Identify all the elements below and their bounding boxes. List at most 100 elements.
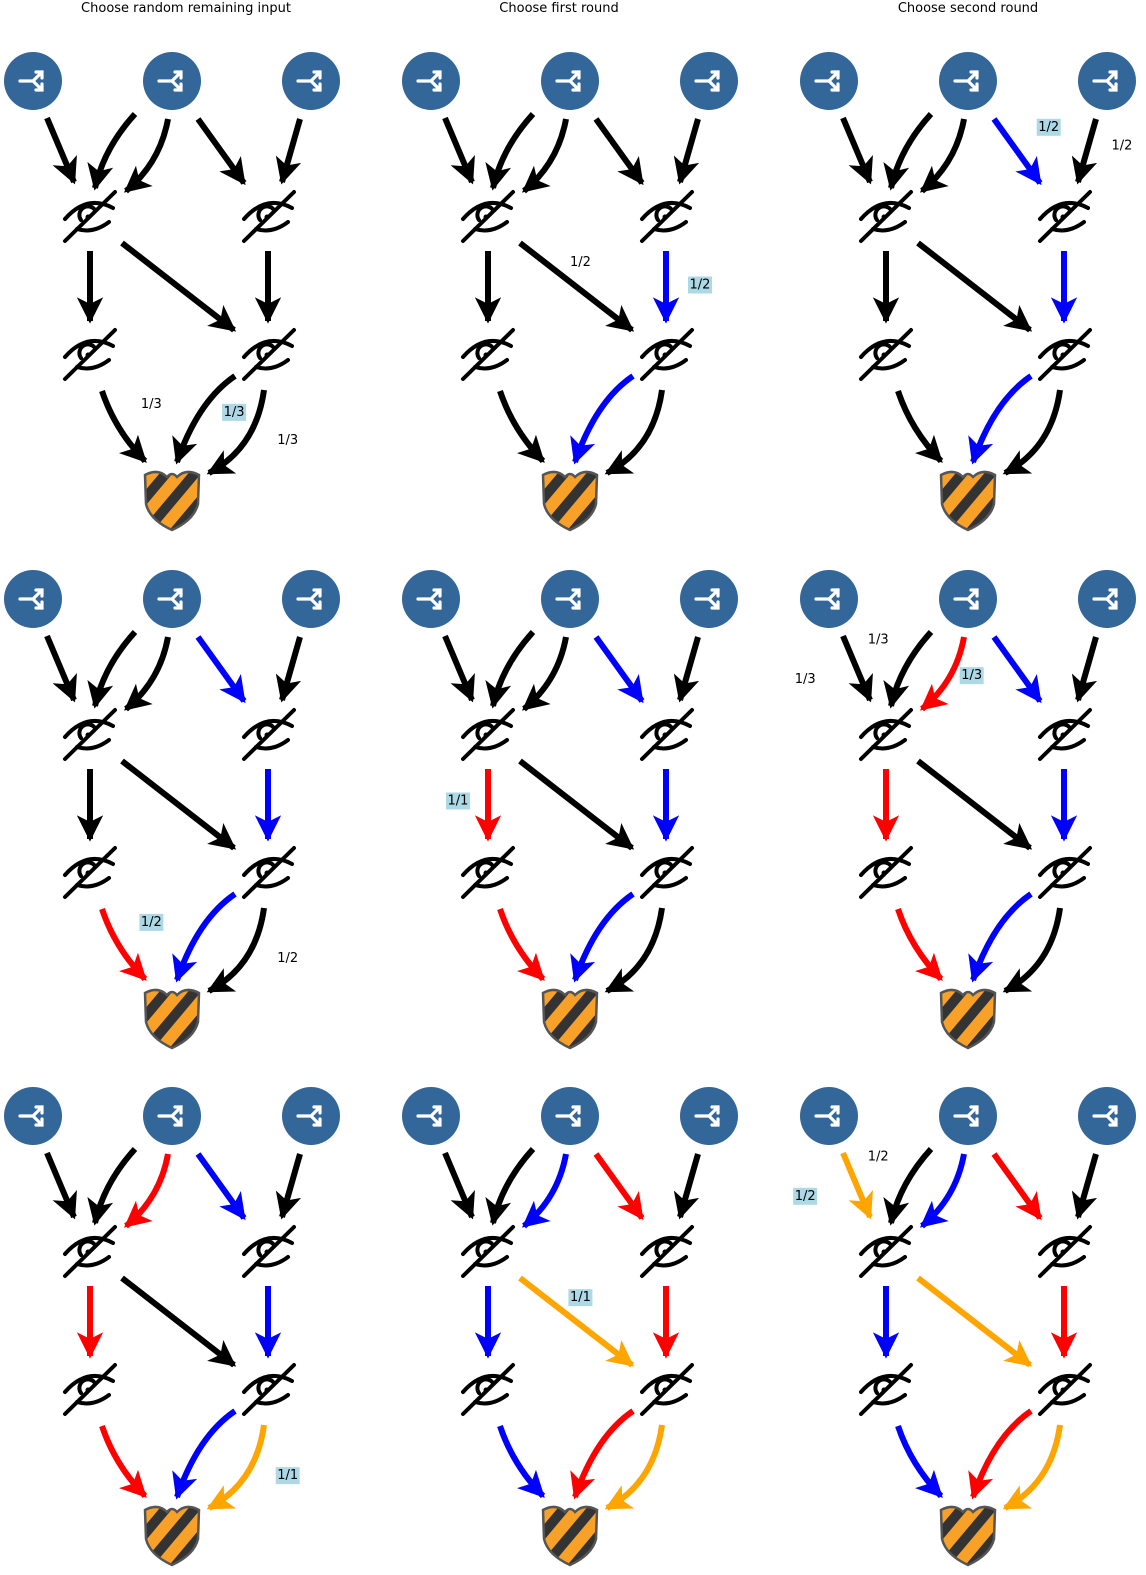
edge-s1-u1 <box>44 116 77 185</box>
edge-probability-label: 1/2 <box>1111 138 1132 153</box>
source-node-2 <box>143 570 201 628</box>
share-icon <box>953 1105 979 1127</box>
relay-node-upper-2 <box>242 1225 296 1278</box>
diagram-panel: 1/21/2 <box>800 52 1136 532</box>
sink-node <box>939 988 997 1050</box>
edge-l2-t-b <box>1002 907 1063 994</box>
svg-text:1/3: 1/3 <box>277 433 298 448</box>
edge-s2-u2 <box>991 635 1043 704</box>
eye-slash-icon <box>461 1363 515 1416</box>
svg-text:1/2: 1/2 <box>570 255 591 270</box>
shield-icon <box>143 988 201 1050</box>
diagram-panel: 1/21/2 <box>4 570 340 1050</box>
eye-slash-icon <box>63 328 117 381</box>
shield-icon <box>541 988 599 1050</box>
edge-probability-label: 1/1 <box>446 792 470 810</box>
eye-slash-icon <box>1038 1363 1092 1416</box>
edge-probability-label: 1/3 <box>141 397 162 412</box>
relay-node-upper-1 <box>461 190 515 243</box>
edge-s3-u2 <box>275 636 303 703</box>
edge-s2-u1-b <box>521 636 569 712</box>
source-node-2 <box>143 52 201 110</box>
sink-node <box>939 1505 997 1567</box>
source-node-3 <box>1078 52 1136 110</box>
diagram-panel: 1/1 <box>402 1087 738 1567</box>
edge-s3-u2 <box>673 1153 701 1220</box>
edge-s2-u1-a <box>883 629 934 709</box>
edge-s1-u1 <box>442 116 475 185</box>
edge-s1-u1 <box>44 1151 77 1220</box>
edge-s2-u1-a <box>485 1146 536 1226</box>
source-node-2 <box>939 1087 997 1145</box>
eye-slash-icon <box>461 708 515 761</box>
share-icon <box>814 1105 840 1127</box>
relay-node-upper-1 <box>63 190 117 243</box>
edge-s1-u1 <box>840 1151 873 1220</box>
source-node-1 <box>800 52 858 110</box>
share-icon <box>555 1105 581 1127</box>
share-icon <box>1092 588 1118 610</box>
share-icon <box>555 70 581 92</box>
diagram-panel: 1/1 <box>402 570 738 1050</box>
sink-node <box>143 470 201 532</box>
edge-s1-u1 <box>442 634 475 703</box>
relay-node-lower-1 <box>859 1363 913 1416</box>
source-node-2 <box>143 1087 201 1145</box>
eye-slash-icon <box>859 1225 913 1278</box>
svg-text:1/2: 1/2 <box>690 278 711 293</box>
column-title-random-input: Choose random remaining input <box>81 1 291 16</box>
relay-node-upper-2 <box>1038 1225 1092 1278</box>
share-icon <box>814 70 840 92</box>
edge-s2-u1-b <box>521 118 569 194</box>
edge-s2-u1-a <box>883 1146 934 1226</box>
share-icon <box>416 1105 442 1127</box>
share-icon <box>1092 1105 1118 1127</box>
shield-icon <box>939 988 997 1050</box>
edge-s2-u1-b <box>123 1153 171 1229</box>
edge-s2-u2 <box>195 635 247 704</box>
svg-text:1/2: 1/2 <box>141 915 162 930</box>
eye-slash-icon <box>640 328 694 381</box>
edge-u1-l2 <box>120 758 237 851</box>
relay-node-upper-1 <box>859 1225 913 1278</box>
shield-icon <box>143 470 201 532</box>
eye-slash-icon <box>640 708 694 761</box>
eye-slash-icon <box>461 1225 515 1278</box>
edge-l1-t <box>497 390 546 464</box>
edge-s2-u2 <box>593 1152 645 1221</box>
share-icon <box>157 1105 183 1127</box>
edge-s2-u1-b <box>123 636 171 712</box>
eye-slash-icon <box>242 190 296 243</box>
eye-slash-icon <box>242 1363 296 1416</box>
shield-icon <box>541 1505 599 1567</box>
eye-slash-icon <box>461 190 515 243</box>
relay-node-lower-2 <box>1038 328 1092 381</box>
edge-s1-u1 <box>44 634 77 703</box>
relay-node-lower-2 <box>242 328 296 381</box>
eye-slash-icon <box>859 1363 913 1416</box>
edge-s2-u2 <box>195 117 247 186</box>
edge-s3-u2 <box>275 118 303 185</box>
relay-node-upper-1 <box>63 708 117 761</box>
share-icon <box>18 588 44 610</box>
svg-text:1/3: 1/3 <box>795 672 816 687</box>
source-node-3 <box>1078 1087 1136 1145</box>
source-node-1 <box>402 52 460 110</box>
relay-node-lower-1 <box>859 328 913 381</box>
source-node-3 <box>1078 570 1136 628</box>
eye-slash-icon <box>242 1225 296 1278</box>
relay-node-lower-2 <box>1038 846 1092 899</box>
edge-u1-l2 <box>916 240 1033 333</box>
source-node-2 <box>541 52 599 110</box>
edge-l1-t <box>895 1425 944 1499</box>
edge-l2-t-a <box>570 1408 635 1500</box>
edge-s3-u2 <box>1071 636 1099 703</box>
edge-l2-t-b <box>1002 389 1063 476</box>
sink-node <box>143 1505 201 1567</box>
edge-probability-label: 1/2 <box>868 1150 889 1165</box>
eye-slash-icon <box>1038 328 1092 381</box>
diagram-panel: 1/31/31/3 <box>795 570 1136 1050</box>
edge-l1-t <box>497 1425 546 1499</box>
edge-s3-u2 <box>1071 1153 1099 1220</box>
shield-icon <box>939 470 997 532</box>
